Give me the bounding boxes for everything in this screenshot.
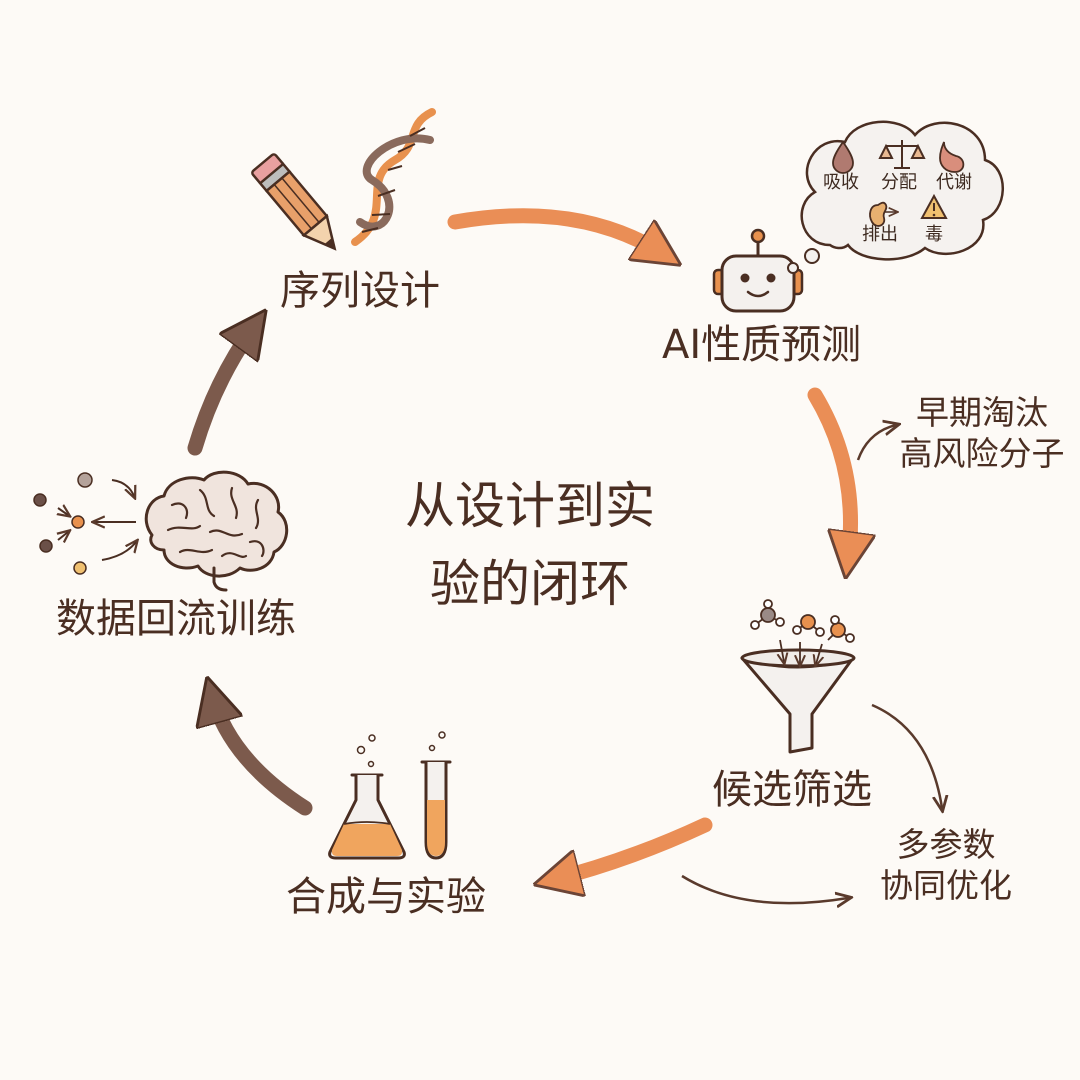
note-early-elimination-line2: 高风险分子 [899, 434, 1065, 474]
arrow-screening-to-synthesis [552, 817, 713, 880]
data-flow-arrows [58, 479, 136, 561]
funnel-icon [740, 639, 856, 754]
brain-icon [144, 470, 289, 592]
test-tube-icon [420, 760, 452, 860]
arrow-early-elimination [856, 425, 896, 461]
center-title: 从设计到实 验的闭环 [380, 468, 680, 623]
warning-icon [920, 193, 948, 219]
center-title-line1: 从设计到实 [405, 477, 655, 535]
arrow-training-to-design [187, 325, 255, 456]
note-early-elimination: 早期淘汰 高风险分子 [896, 392, 1068, 475]
stage-synthesis-experiment: 合成与实验 [286, 874, 486, 920]
stomach-icon [939, 141, 965, 173]
robot-icon [712, 228, 804, 313]
note-multi-param: 多参数 协同优化 [860, 824, 1032, 907]
bubble-excretion: 排出 [862, 224, 898, 245]
data-points-icon [33, 472, 93, 575]
stage-data-feedback-training: 数据回流训练 [56, 596, 296, 642]
stage-ai-prediction: AI性质预测 [662, 322, 862, 368]
center-title-line2: 验的闭环 [430, 554, 630, 613]
note-multi-param-line1: 多参数 [896, 825, 996, 864]
bubble-toxicity: 毒 [925, 224, 943, 245]
note-multi-param-line2: 协同优化 [880, 866, 1012, 906]
arrow-synthesis-to-training [212, 695, 313, 816]
bubble-metabolism: 代谢 [936, 172, 972, 193]
bubble-distribution: 分配 [881, 172, 917, 193]
note-early-elimination-line1: 早期淘汰 [916, 393, 1048, 432]
thought-bubble [787, 120, 1004, 274]
arrow-prediction-to-screening [807, 387, 851, 560]
bubbles-icon [356, 731, 446, 768]
arrow-screening-to-optimization [871, 703, 942, 808]
balance-scale-icon [878, 140, 926, 169]
stage-candidate-screening: 候选筛选 [712, 767, 872, 813]
pencil-icon [251, 153, 337, 251]
molecule-icon [750, 599, 855, 643]
kidney-icon [869, 201, 896, 227]
absorption-drop-icon [832, 140, 854, 174]
erlenmeyer-flask-icon [328, 773, 406, 860]
arrow-synthesis-to-optimization [681, 874, 848, 903]
arrow-design-to-prediction [447, 208, 665, 255]
stage-sequence-design: 序列设计 [280, 268, 440, 314]
dna-helix-icon [351, 108, 436, 246]
bubble-absorption: 吸收 [823, 172, 859, 193]
